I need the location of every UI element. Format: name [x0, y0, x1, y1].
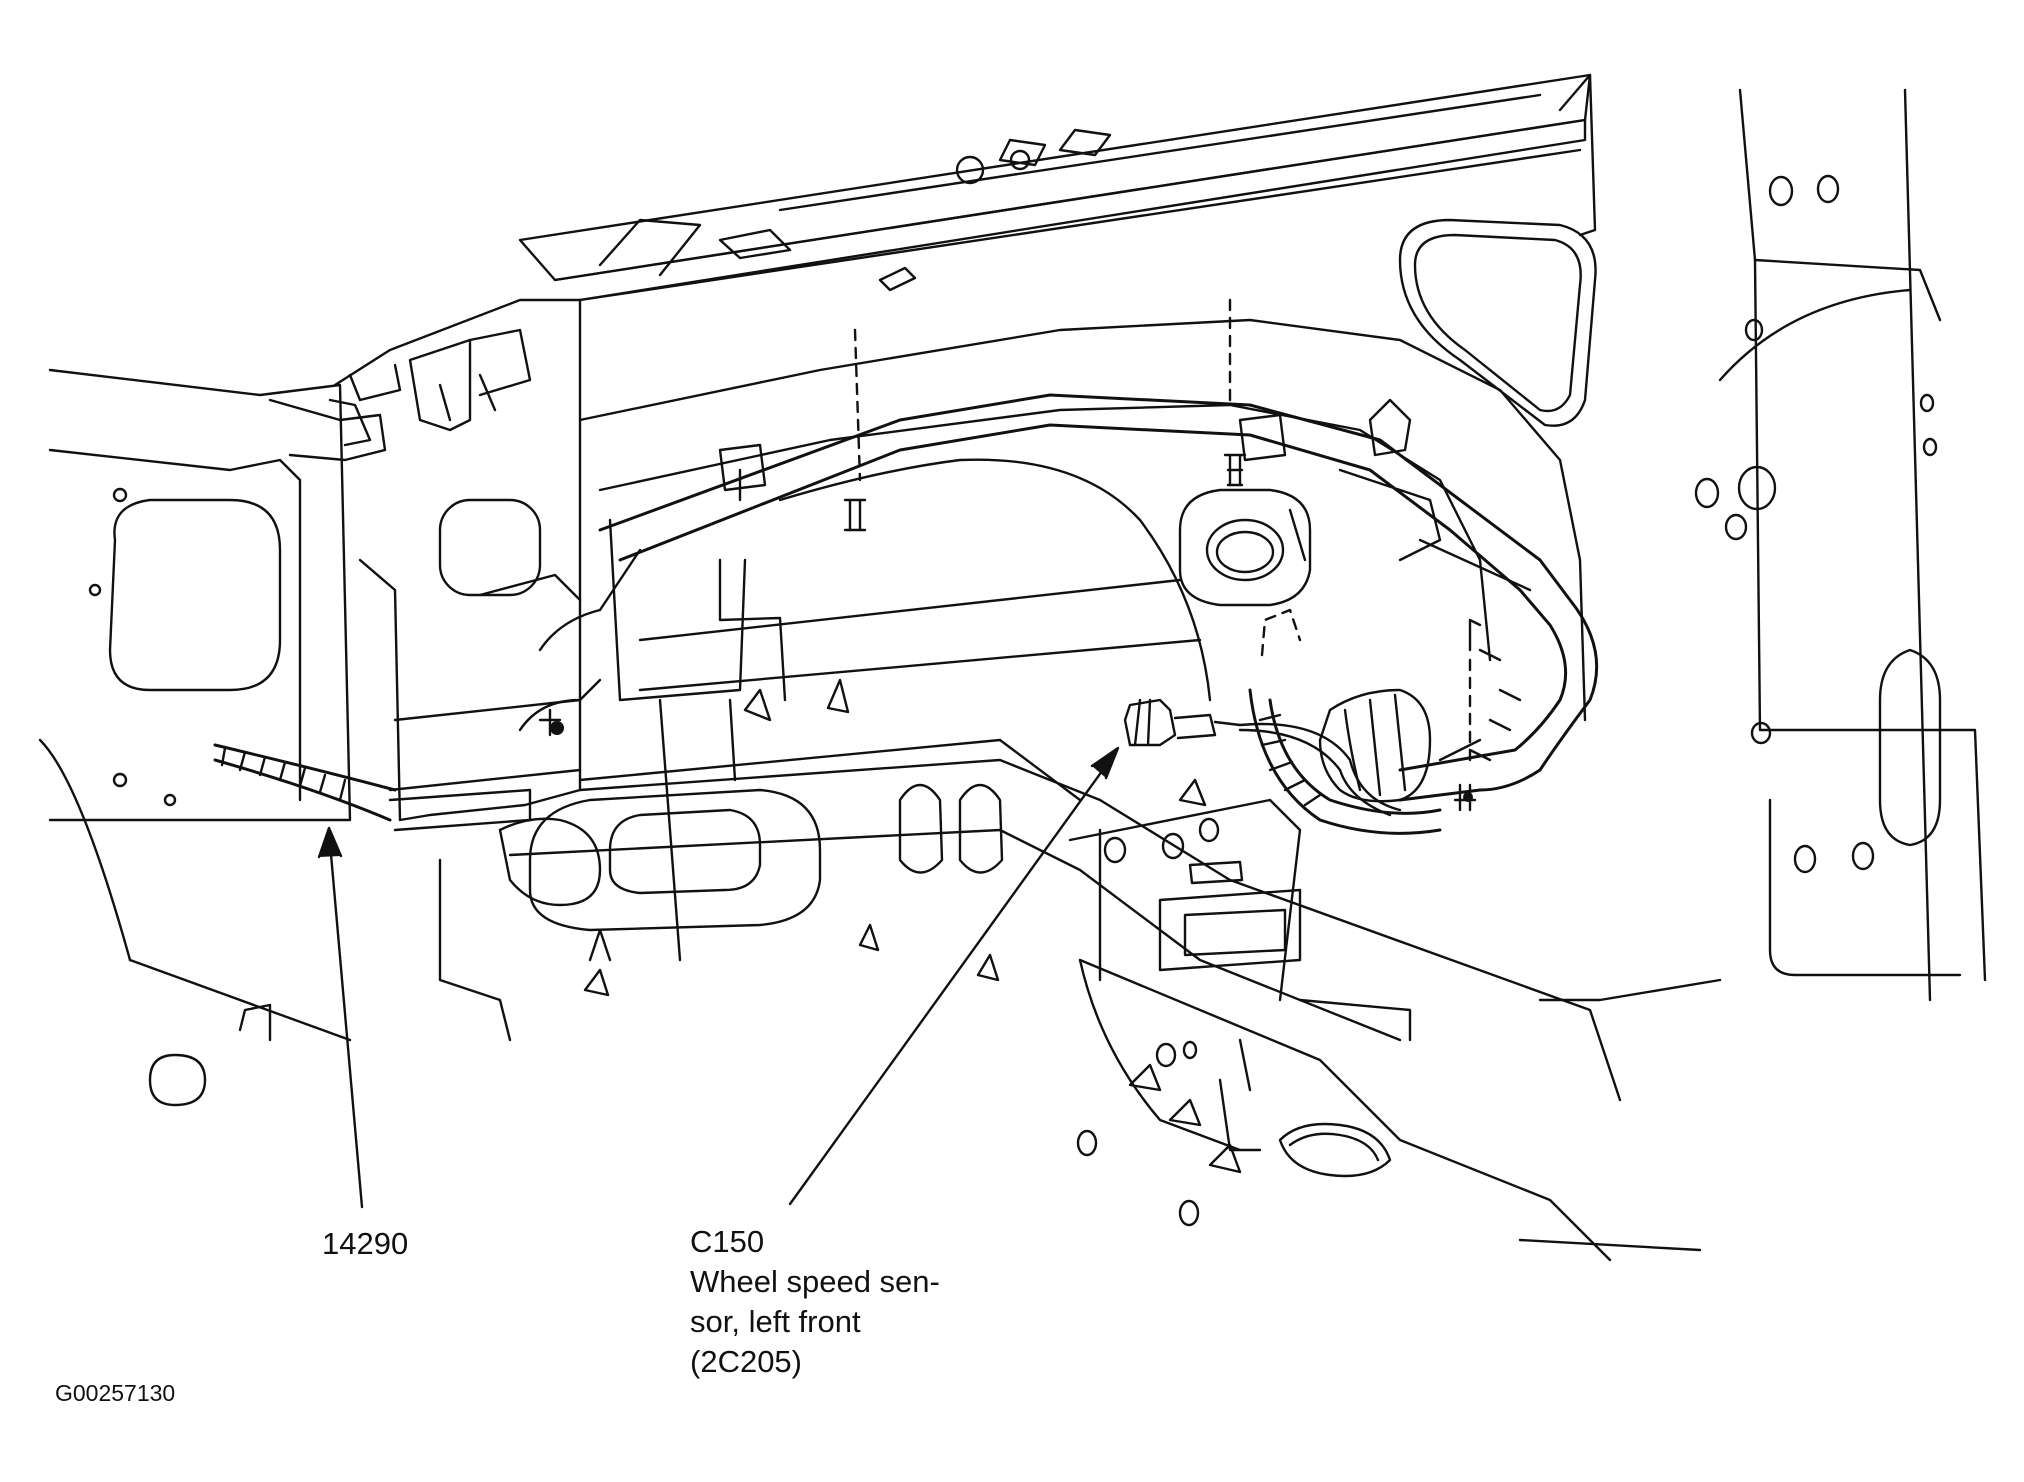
- callout-c150: C150 Wheel speed sen- sor, left front (2…: [690, 1222, 940, 1382]
- lower-rail: [498, 678, 1622, 1262]
- left-apron: [38, 368, 387, 1107]
- leader-line-c150: [788, 758, 1112, 1206]
- callout-c150-desc-line2: sor, left front: [690, 1304, 861, 1339]
- leader-line-14290: [328, 841, 364, 1209]
- callout-14290-number: 14290: [322, 1226, 409, 1261]
- wheel-speed-harness: [538, 298, 1599, 835]
- harness-14290: [213, 548, 642, 832]
- inner-fender: [578, 318, 1587, 962]
- right-pillar: [1518, 88, 1987, 1252]
- arrowhead-14290: [317, 826, 343, 859]
- callout-c150-part-number: (2C205): [690, 1344, 802, 1379]
- callout-c150-code: C150: [690, 1224, 765, 1259]
- arrowhead-c150: [1090, 746, 1120, 780]
- shock-tower: [333, 298, 582, 822]
- upper-rail: [518, 73, 1597, 302]
- panel-openings: [438, 783, 1004, 1042]
- figure-id: G00257130: [55, 1380, 176, 1406]
- callout-14290: 14290: [322, 1224, 408, 1264]
- fill-accents: [550, 721, 1473, 802]
- upper-cutout: [1398, 218, 1597, 427]
- leader-lines[interactable]: [317, 746, 1120, 1209]
- callout-c150-desc-line1: Wheel speed sen-: [690, 1264, 940, 1299]
